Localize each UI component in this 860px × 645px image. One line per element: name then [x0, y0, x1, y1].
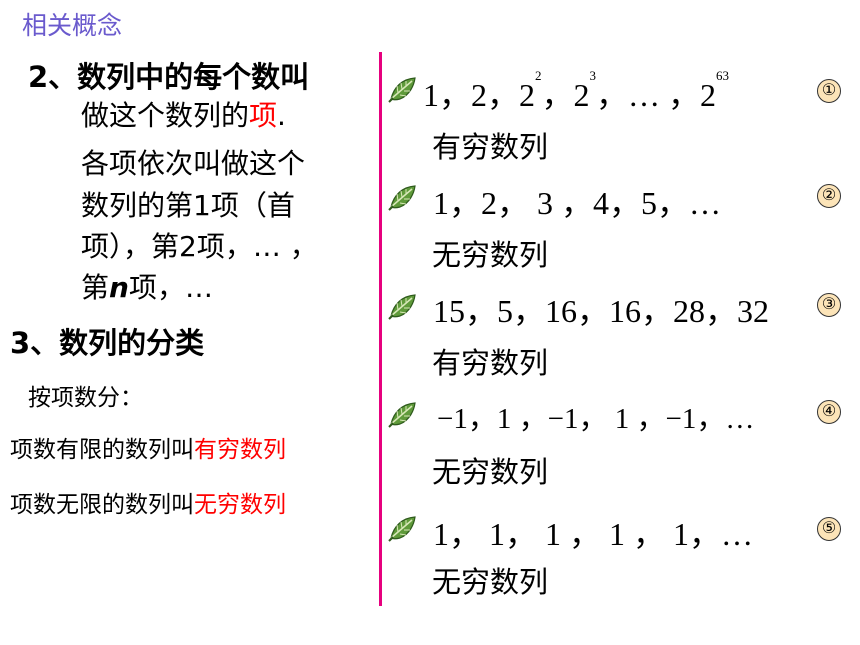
sequence-example-1: 1，2，22，23，… ，263	[423, 68, 730, 116]
section-2-heading: 2、数列中的每个数叫	[28, 60, 310, 94]
seq1-part-a: 1，2，2	[423, 77, 536, 113]
example-number-badge: ②	[817, 184, 841, 208]
sequence-example-2: 1，2， 3 ，4，5，…	[433, 185, 722, 221]
finite-term: 有穷数列	[194, 437, 286, 463]
sequence-example-3: 15，5，16，16，28，32	[433, 293, 770, 329]
term-definition-suffix: .	[277, 99, 286, 132]
example-1-label: 有穷数列	[432, 130, 549, 164]
seq1-exponent-3: 63	[716, 68, 730, 83]
example-2-label: 无穷数列	[432, 238, 549, 272]
seq1-exponent-1: 2	[535, 68, 542, 83]
seq1-part-c: ，… ，2	[596, 77, 717, 113]
term-highlight: 项	[249, 99, 278, 132]
page-title: 相关概念	[22, 11, 123, 40]
leaf-icon	[388, 402, 416, 428]
example-5-label: 无穷数列	[432, 565, 549, 599]
term-definition-prefix: 做这个数列的	[81, 99, 250, 132]
finite-prefix: 项数有限的数列叫	[10, 437, 194, 463]
definition-line-2: 数列的第1项（首	[81, 189, 295, 222]
example-number-badge: ③	[817, 293, 841, 317]
leaf-icon	[388, 516, 416, 542]
sequence-example-5: 1， 1， 1 ， 1 ， 1，…	[433, 516, 754, 552]
leaf-icon	[388, 77, 416, 103]
vertical-divider	[379, 52, 382, 606]
seq1-exponent-2: 3	[589, 68, 597, 83]
example-number-badge: ①	[817, 79, 841, 103]
infinite-sequence-definition: 项数无限的数列叫无穷数列	[10, 485, 286, 519]
finite-sequence-definition: 项数有限的数列叫有穷数列	[10, 430, 286, 464]
nth-term-suffix: 项，…	[128, 271, 213, 304]
leaf-icon	[388, 294, 416, 320]
sequence-example-4: −1，1 ，−1， 1 ，−1，…	[437, 403, 755, 435]
definition-line-1: 各项依次叫做这个	[81, 147, 306, 180]
classification-subheading: 按项数分：	[28, 385, 143, 411]
term-definition-line: 做这个数列的项.	[81, 98, 286, 134]
definition-line-3: 项），第2项，… ，	[81, 230, 318, 263]
example-number-badge: ④	[817, 400, 841, 424]
example-number-badge: ⑤	[817, 517, 841, 541]
seq1-part-b: ，2	[541, 77, 590, 113]
example-4-label: 无穷数列	[432, 455, 549, 489]
infinite-term: 无穷数列	[194, 492, 286, 518]
definition-line-4: 第n项，…	[81, 270, 213, 306]
nth-term-variable: n	[109, 271, 129, 304]
section-3-heading: 3、数列的分类	[10, 326, 205, 360]
infinite-prefix: 项数无限的数列叫	[10, 492, 194, 518]
example-3-label: 有穷数列	[432, 346, 549, 380]
leaf-icon	[388, 185, 416, 211]
nth-term-prefix: 第	[81, 271, 110, 304]
